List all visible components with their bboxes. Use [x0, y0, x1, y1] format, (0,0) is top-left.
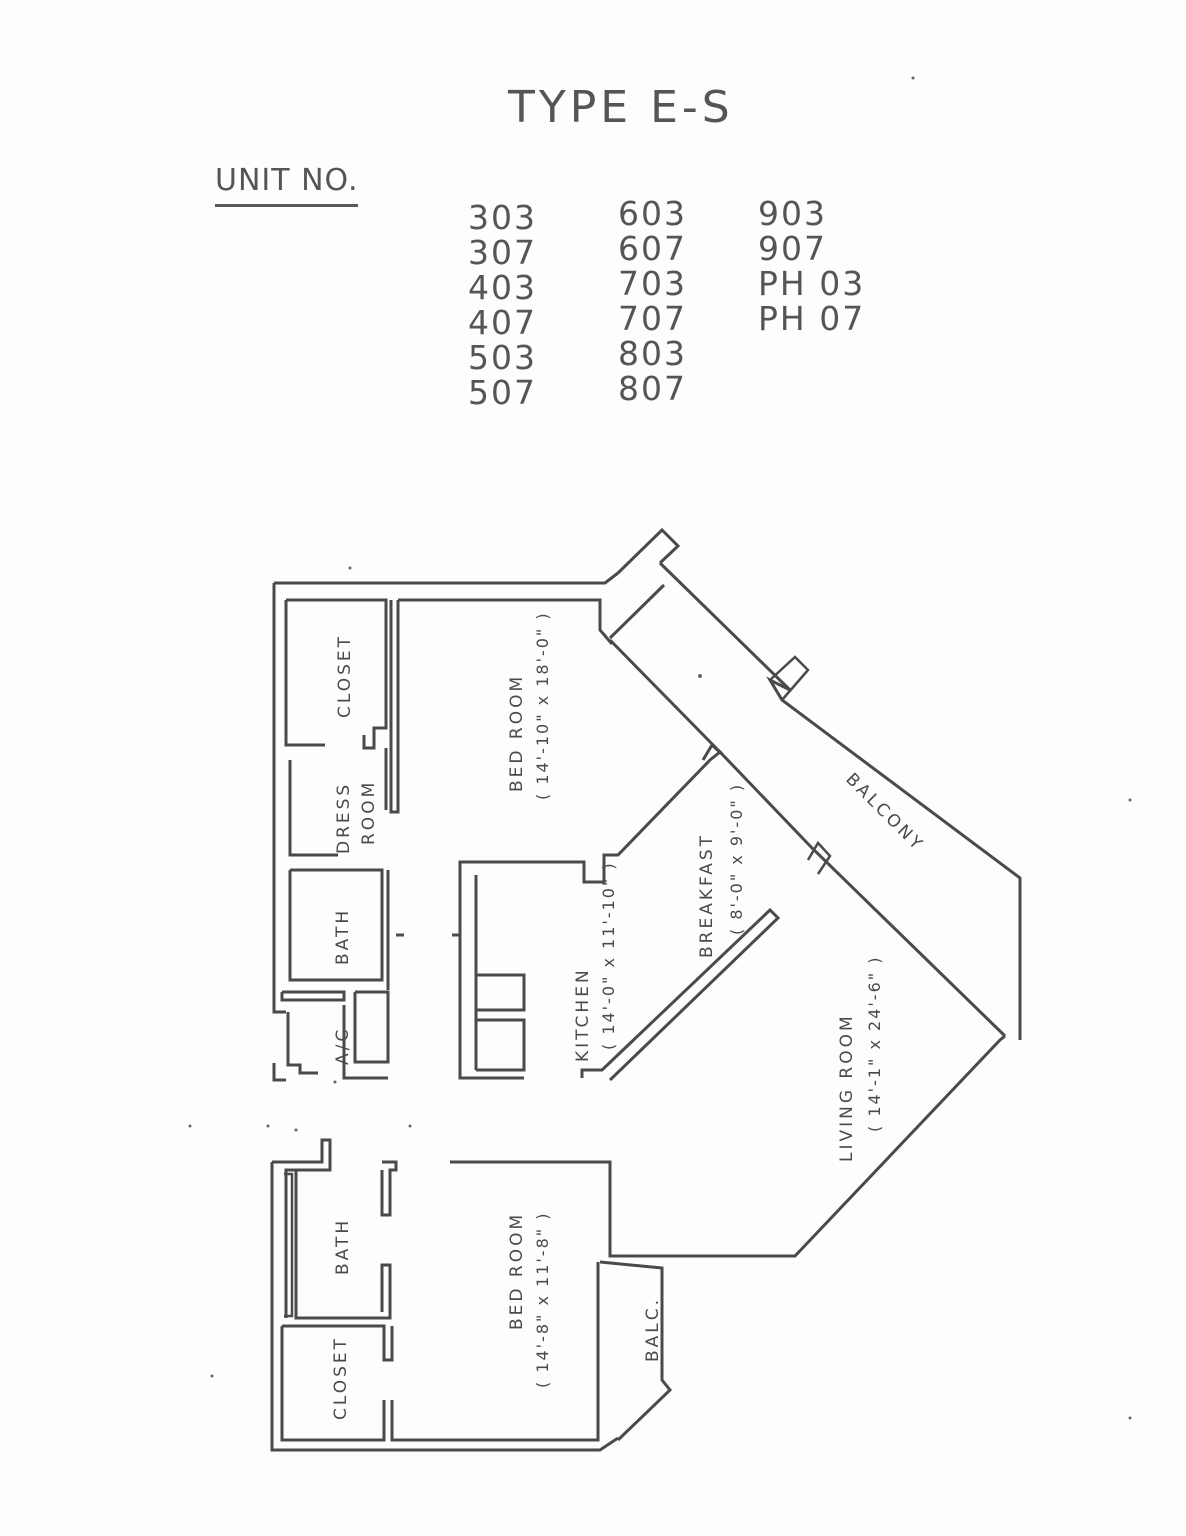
unit-number: PH 03	[758, 264, 866, 303]
unit-number: 507	[468, 373, 537, 412]
closet-top-left	[284, 600, 325, 747]
breakfast-name: BREAKFAST	[697, 833, 717, 958]
dress-room-label-1: DRESS	[334, 782, 354, 854]
unit-number: PH 07	[758, 299, 866, 338]
ac-label: A/C	[333, 1027, 353, 1065]
living-room-dimensions: ( 14'-1" x 24'-6" )	[865, 956, 884, 1132]
unit-column-2: 603 607 703 707 803 807	[618, 196, 687, 406]
unit-number: 803	[618, 334, 687, 373]
bottom-closet-right	[390, 1262, 600, 1442]
scan-speck	[911, 76, 915, 80]
balcony-inner-rail	[608, 638, 1007, 1038]
balcony-corner	[616, 527, 681, 575]
ac-right-wall	[353, 990, 390, 1064]
bedroom-bottom-dimensions: ( 14'-8" x 11'-8" )	[533, 1212, 552, 1388]
plan-title: TYPE E-S	[508, 82, 734, 133]
bedroom-top-wall	[398, 598, 614, 645]
kitchen-counter-2	[476, 1018, 526, 1072]
unit-number: 403	[468, 268, 537, 307]
ac-left-lower	[286, 1012, 318, 1075]
kitchen-name: KITCHEN	[573, 967, 593, 1062]
living-room-name: LIVING ROOM	[837, 1013, 857, 1162]
outer-wall-top	[274, 571, 619, 585]
unit-number: 307	[468, 233, 537, 272]
small-balcony	[599, 1260, 673, 1442]
bottom-left-outer	[270, 1162, 619, 1452]
closet-top-box	[286, 598, 388, 750]
scan-speck	[188, 1124, 192, 1128]
bath-top-box	[288, 868, 384, 982]
scan-speck	[348, 566, 352, 570]
ac-lower-wall	[342, 1005, 388, 1080]
unit-number-label: UNIT NO.	[215, 163, 359, 207]
unit-number: 707	[618, 299, 687, 338]
breakfast-divider	[701, 742, 724, 761]
bath-top-label: BATH	[333, 908, 353, 965]
dress-room-label-2: ROOM	[359, 780, 379, 845]
closet-bottom-label: CLOSET	[331, 1336, 351, 1420]
unit-column-3: 903 907 PH 03 PH 07	[758, 196, 865, 336]
scan-speck	[1128, 1416, 1132, 1420]
living-room-outer-wall	[450, 1034, 1006, 1258]
unit-number: 703	[618, 264, 687, 303]
bedroom-top-dimensions: ( 14'-10" x 18'-0" )	[533, 611, 552, 800]
balcony-post-2	[806, 840, 832, 875]
unit-number: 607	[618, 229, 687, 268]
balcony-inner-edge	[608, 583, 666, 640]
unit-column-1: 303 307 403 407 503 507	[468, 200, 537, 410]
outer-wall-ac	[272, 1063, 286, 1082]
bedroom-top-left-wall	[389, 600, 400, 814]
bottom-closet-left	[280, 1326, 386, 1442]
breakfast-dimensions: ( 8'-0" x 9'-0" )	[727, 783, 746, 935]
unit-number: 903	[758, 194, 827, 233]
kitchen-right-wall	[580, 907, 781, 1082]
unit-number: 907	[758, 229, 827, 268]
balcony-label: BALCONY	[841, 769, 927, 855]
balcony-outer-edge	[658, 561, 1022, 1040]
scan-speck	[294, 1128, 298, 1132]
scan-speck	[698, 674, 702, 678]
bottom-closet-box	[282, 1324, 394, 1362]
scan-speck	[1128, 798, 1132, 802]
bath-bottom-label: BATH	[333, 1218, 353, 1275]
scan-speck	[333, 1080, 337, 1084]
bottom-bath-shelf	[284, 1172, 294, 1318]
scan-speck	[210, 1374, 214, 1378]
kitchen-counter-1	[476, 973, 526, 1012]
bedroom-top-name: BED ROOM	[507, 674, 527, 792]
bedroom-bottom-name: BED ROOM	[507, 1212, 527, 1330]
kitchen-dimensions: ( 14'-0" x 11'-10" )	[599, 861, 618, 1050]
scan-speck	[408, 1124, 412, 1128]
balcony-post-1	[769, 655, 810, 701]
small-balcony-label: BALC.	[643, 1297, 663, 1362]
unit-number: 503	[468, 338, 537, 377]
ac-box	[280, 990, 346, 1002]
unit-number: 603	[618, 194, 687, 233]
closet-top-label: CLOSET	[335, 634, 355, 718]
bottom-bath-inner	[380, 1160, 398, 1217]
unit-number: 407	[468, 303, 537, 342]
bottom-bath-lower	[294, 1170, 392, 1320]
unit-number: 303	[468, 198, 537, 237]
scan-speck	[266, 1124, 270, 1128]
bottom-top-wall	[272, 1138, 332, 1318]
unit-number: 807	[618, 369, 687, 408]
dress-room-box	[288, 760, 338, 857]
outer-wall-left-upper	[272, 583, 286, 1014]
